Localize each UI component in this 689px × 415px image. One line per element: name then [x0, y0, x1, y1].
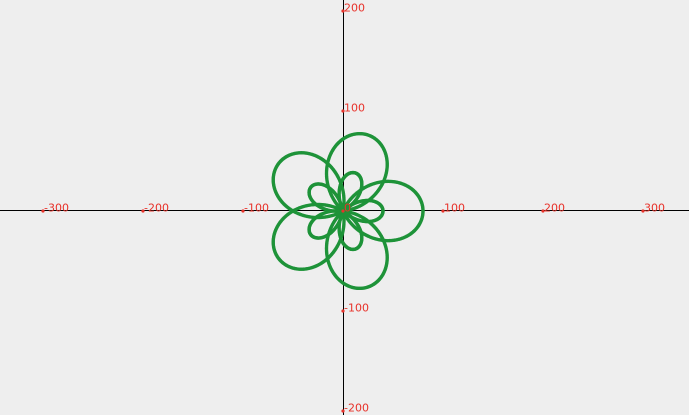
x-tick-label: 100: [444, 202, 465, 215]
x-tick-dot: [641, 209, 645, 213]
y-tick-label: -100: [344, 302, 369, 315]
y-tick-label: 200: [344, 2, 365, 15]
x-tick-label: 200: [544, 202, 565, 215]
y-tick-label: 100: [344, 102, 365, 115]
x-tick-dot: [541, 209, 545, 213]
x-tick-dot: [441, 209, 445, 213]
y-tick-dot: [341, 9, 345, 13]
y-tick-label: -200: [344, 402, 369, 415]
curve-point: [421, 209, 425, 213]
y-tick-dot: [341, 409, 345, 413]
tick-group: -300 -200 -100 0 100 200 300 200 100 -100 -200: [41, 2, 665, 415]
x-tick-dot: [41, 209, 45, 213]
x-tick-label: -100: [244, 202, 269, 215]
x-tick-dot: [241, 209, 245, 213]
x-tick-label: -300: [44, 202, 69, 215]
y-tick-dot: [341, 309, 345, 313]
x-tick-label: 0: [344, 202, 351, 215]
x-tick-dot: [341, 209, 345, 213]
y-tick-dot: [341, 109, 345, 113]
x-tick-dot: [141, 209, 145, 213]
x-tick-label: -200: [144, 202, 169, 215]
x-tick-label: 300: [644, 202, 665, 215]
curve-group: [271, 131, 425, 291]
